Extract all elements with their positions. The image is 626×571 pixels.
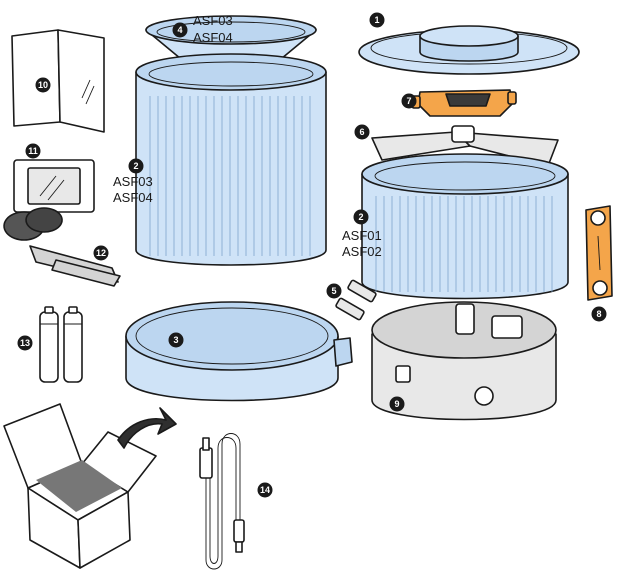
svg-text:1: 1 xyxy=(374,15,379,25)
badge-2-small-tank: 2 xyxy=(353,209,369,225)
box-illustration xyxy=(3,403,177,569)
badge-6: 6 xyxy=(354,124,370,140)
badge-12: 12 xyxy=(93,245,109,261)
badge-7: 7 xyxy=(401,93,417,109)
badge-9: 9 xyxy=(389,396,405,412)
funnel-model-2: ASF04 xyxy=(193,30,233,45)
feeder-base-illustration xyxy=(371,301,557,421)
rotor-illustration xyxy=(411,89,517,117)
large-tank-model-2: ASF04 xyxy=(113,190,153,205)
badge-13: 13 xyxy=(17,335,33,351)
velcro-illustration xyxy=(3,207,121,287)
svg-text:14: 14 xyxy=(260,485,270,495)
svg-text:3: 3 xyxy=(173,335,178,345)
badge-5: 5 xyxy=(326,283,342,299)
badge-11: 11 xyxy=(25,143,41,159)
desiccant-illustration xyxy=(13,159,95,213)
svg-text:2: 2 xyxy=(358,212,363,222)
small-tank-model-2: ASF02 xyxy=(342,244,382,259)
agitator-illustration xyxy=(371,125,559,167)
svg-text:8: 8 xyxy=(596,309,601,319)
large-tank-illustration xyxy=(135,53,327,266)
badge-8: 8 xyxy=(591,306,607,322)
svg-text:10: 10 xyxy=(38,80,48,90)
badge-4: 4 xyxy=(172,22,188,38)
badge-3: 3 xyxy=(168,332,184,348)
badge-14: 14 xyxy=(257,482,273,498)
small-tank-model-1: ASF01 xyxy=(342,228,382,243)
svg-text:11: 11 xyxy=(28,146,38,156)
wall-bracket-illustration xyxy=(585,205,613,301)
lid-illustration xyxy=(358,25,580,75)
svg-text:6: 6 xyxy=(359,127,364,137)
batteries-illustration xyxy=(39,306,83,383)
svg-text:9: 9 xyxy=(394,399,399,409)
clips-illustration xyxy=(335,279,377,321)
base-tray-illustration xyxy=(125,301,353,402)
svg-text:12: 12 xyxy=(96,248,106,258)
badge-1: 1 xyxy=(369,12,385,28)
funnel-model-1: ASF03 xyxy=(193,13,233,28)
svg-text:7: 7 xyxy=(406,96,411,106)
svg-text:4: 4 xyxy=(177,25,182,35)
svg-text:2: 2 xyxy=(133,161,138,171)
badge-2-large-tank: 2 xyxy=(128,158,144,174)
svg-text:13: 13 xyxy=(20,338,30,348)
small-tank-illustration xyxy=(361,153,569,300)
svg-text:5: 5 xyxy=(331,286,336,296)
usb-cable-illustration xyxy=(199,433,245,570)
large-tank-model-1: ASF03 xyxy=(113,174,153,189)
funnel-illustration xyxy=(145,15,317,85)
manual-illustration xyxy=(11,29,105,133)
badge-10: 10 xyxy=(35,77,51,93)
